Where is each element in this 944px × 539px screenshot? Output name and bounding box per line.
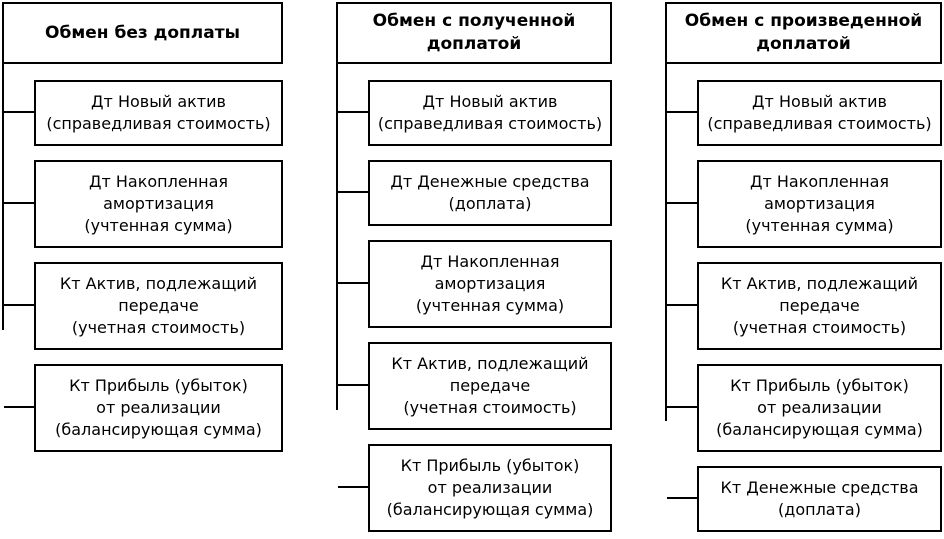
entry-box: Дт Накопленная амортизация (учтенная сум… [338,240,612,328]
column-boxes: Дт Новый актив (справедливая стоимость) … [338,80,612,532]
diagram-column: Обмен с полученной доплатой Дт Новый акт… [336,2,612,539]
entry-box: Кт Актив, подлежащий передаче (учетная с… [667,262,942,350]
connector-vertical-line [665,63,667,421]
column-boxes: Дт Новый актив (справедливая стоимость) … [4,80,283,452]
entry-box: Дт Новый актив (справедливая стоимость) [4,80,283,146]
connector-vertical-line [2,63,4,330]
column-title: Обмен с произведенной доплатой [684,11,923,54]
entry-box: Дт Новый актив (справедливая стоимость) [338,80,612,146]
column-title: Обмен без доплаты [45,22,240,43]
entry-box: Дт Денежные средства (доплата) [338,160,612,226]
entry-label: Дт Накопленная амортизация (учтенная сум… [84,172,233,235]
entry-box: Кт Прибыль (убыток) от реализации (балан… [667,364,942,452]
entry-label: Дт Накопленная амортизация (учтенная сум… [415,252,565,315]
entry-label: Кт Денежные средства (доплата) [720,478,919,519]
connector-vertical-line [336,63,338,410]
entry-box: Дт Накопленная амортизация (учтенная сум… [4,160,283,248]
column-header: Обмен без доплаты [2,2,283,64]
entry-label: Дт Новый актив (справедливая стоимость) [46,92,271,133]
entry-label: Кт Актив, подлежащий передаче (учетная с… [720,274,919,337]
column-header: Обмен с произведенной доплатой [665,2,942,64]
entry-label: Кт Прибыль (убыток) от реализации (балан… [55,376,262,439]
entry-label: Дт Новый актив (справедливая стоимость) [707,92,932,133]
entry-label: Кт Актив, подлежащий передаче (учетная с… [59,274,258,337]
entry-label: Дт Новый актив (справедливая стоимость) [377,92,603,133]
diagram-column: Обмен без доплаты Дт Новый актив (справе… [2,2,283,539]
entry-box: Дт Накопленная амортизация (учтенная сум… [667,160,942,248]
entry-box: Кт Актив, подлежащий передаче (учетная с… [4,262,283,350]
column-title: Обмен с полученной доплатой [372,11,576,54]
column-header: Обмен с полученной доплатой [336,2,612,64]
entry-box: Кт Денежные средства (доплата) [667,466,942,532]
entry-box: Дт Новый актив (справедливая стоимость) [667,80,942,146]
entry-box: Кт Прибыль (убыток) от реализации (балан… [4,364,283,452]
entry-label: Кт Актив, подлежащий передаче (учетная с… [391,354,589,417]
column-boxes: Дт Новый актив (справедливая стоимость) … [667,80,942,532]
entry-label: Дт Накопленная амортизация (учтенная сум… [745,172,894,235]
entry-label: Кт Прибыль (убыток) от реализации (балан… [386,456,594,519]
entry-box: Кт Актив, подлежащий передаче (учетная с… [338,342,612,430]
diagram-column: Обмен с произведенной доплатой Дт Новый … [665,2,942,539]
entry-label: Кт Прибыль (убыток) от реализации (балан… [716,376,923,439]
entry-label: Дт Денежные средства (доплата) [390,172,590,213]
entry-box: Кт Прибыль (убыток) от реализации (балан… [338,444,612,532]
